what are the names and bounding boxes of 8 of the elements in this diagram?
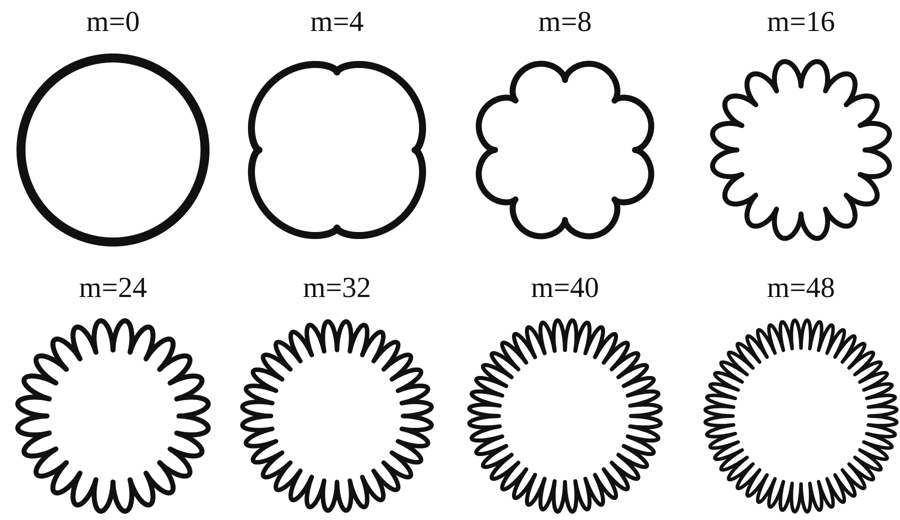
curve-label: m=0 bbox=[86, 5, 140, 40]
curve-label: m=32 bbox=[303, 271, 371, 306]
curve-label: m=4 bbox=[310, 5, 364, 40]
curve-label: m=8 bbox=[538, 5, 592, 40]
curve-label: m=16 bbox=[767, 5, 835, 40]
curve-label: m=40 bbox=[531, 271, 599, 306]
curve-label: m=48 bbox=[767, 271, 835, 306]
curve-label: m=24 bbox=[79, 271, 147, 306]
